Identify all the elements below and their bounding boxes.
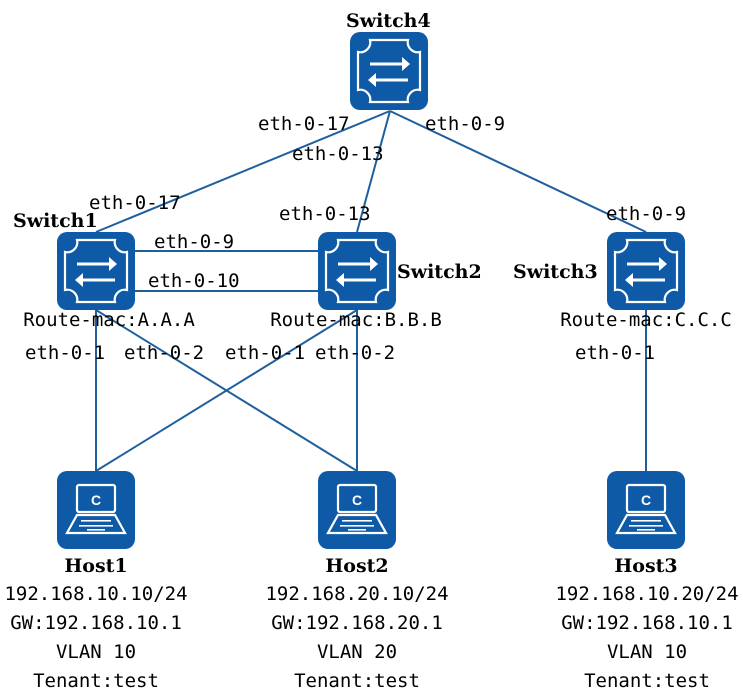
svg-text:C: C [641, 492, 651, 508]
switch3-route-mac: Route-mac:C.C.C [560, 309, 732, 331]
switch3-device [607, 232, 685, 310]
svg-text:C: C [352, 492, 362, 508]
port-label-sw3-eth1: eth-0-1 [575, 342, 656, 364]
host2-ip: 192.168.20.10/24 [265, 583, 449, 605]
link-switch4-switch2 [356, 110, 391, 233]
host1-device: C [57, 471, 135, 549]
port-label-sw1-sw2-eth9: eth-0-9 [154, 231, 235, 253]
port-label-sw2-eth1: eth-0-1 [225, 342, 306, 364]
host1-tenant: Tenant:test [33, 670, 159, 691]
switch2-device [318, 232, 396, 310]
port-label-sw1-eth17: eth-0-17 [89, 192, 181, 214]
switch-icon [356, 38, 422, 104]
switch1-device [57, 232, 135, 310]
host2-gateway: GW:192.168.20.1 [271, 612, 443, 634]
host3-gateway: GW:192.168.10.1 [561, 612, 733, 634]
switch1-name: Switch1 [13, 210, 98, 232]
host1-info: 192.168.10.10/24 GW:192.168.10.1 VLAN 10… [0, 580, 206, 691]
host1-name: Host1 [64, 555, 128, 577]
host1-vlan: VLAN 10 [55, 641, 137, 663]
switch-icon [613, 238, 679, 304]
switch2-name: Switch2 [397, 261, 482, 283]
link-switch4-switch1 [95, 110, 391, 233]
host1-gateway: GW:192.168.10.1 [10, 612, 182, 634]
port-label-sw2-eth2: eth-0-2 [315, 342, 396, 364]
host3-ip: 192.168.10.20/24 [555, 583, 739, 605]
switch4-device [350, 32, 428, 110]
laptop-icon: C [65, 483, 127, 535]
host3-device: C [607, 471, 685, 549]
laptop-icon: C [615, 483, 677, 535]
port-label-sw4-eth17: eth-0-17 [258, 113, 350, 135]
host2-name: Host2 [325, 555, 389, 577]
port-label-sw2-eth13: eth-0-13 [279, 203, 371, 225]
host3-info: 192.168.10.20/24 GW:192.168.10.1 VLAN 10… [537, 580, 743, 691]
host2-device: C [318, 471, 396, 549]
port-label-sw4-eth9: eth-0-9 [425, 113, 506, 135]
switch-icon [63, 238, 129, 304]
link-switch2-host1 [95, 309, 358, 472]
host3-vlan: VLAN 10 [606, 641, 688, 663]
host1-ip: 192.168.10.10/24 [4, 583, 188, 605]
port-label-sw1-eth2: eth-0-2 [124, 342, 205, 364]
host2-info: 192.168.20.10/24 GW:192.168.20.1 VLAN 20… [247, 580, 467, 691]
switch2-route-mac: Route-mac:B.B.B [270, 309, 442, 331]
port-label-sw3-eth9: eth-0-9 [606, 203, 687, 225]
host2-tenant: Tenant:test [294, 670, 420, 691]
host3-name: Host3 [614, 555, 678, 577]
host3-tenant: Tenant:test [584, 670, 710, 691]
switch4-name: Switch4 [346, 10, 431, 32]
svg-text:C: C [91, 492, 101, 508]
switch3-name: Switch3 [513, 261, 598, 283]
link-switch4-switch3 [389, 110, 647, 233]
port-label-sw4-eth13: eth-0-13 [292, 143, 384, 165]
switch1-route-mac: Route-mac:A.A.A [23, 309, 195, 331]
host2-vlan: VLAN 20 [316, 641, 398, 663]
laptop-icon: C [326, 483, 388, 535]
switch-icon [324, 238, 390, 304]
port-label-sw1-eth1: eth-0-1 [25, 342, 106, 364]
port-label-sw1-sw2-eth10: eth-0-10 [148, 270, 240, 292]
